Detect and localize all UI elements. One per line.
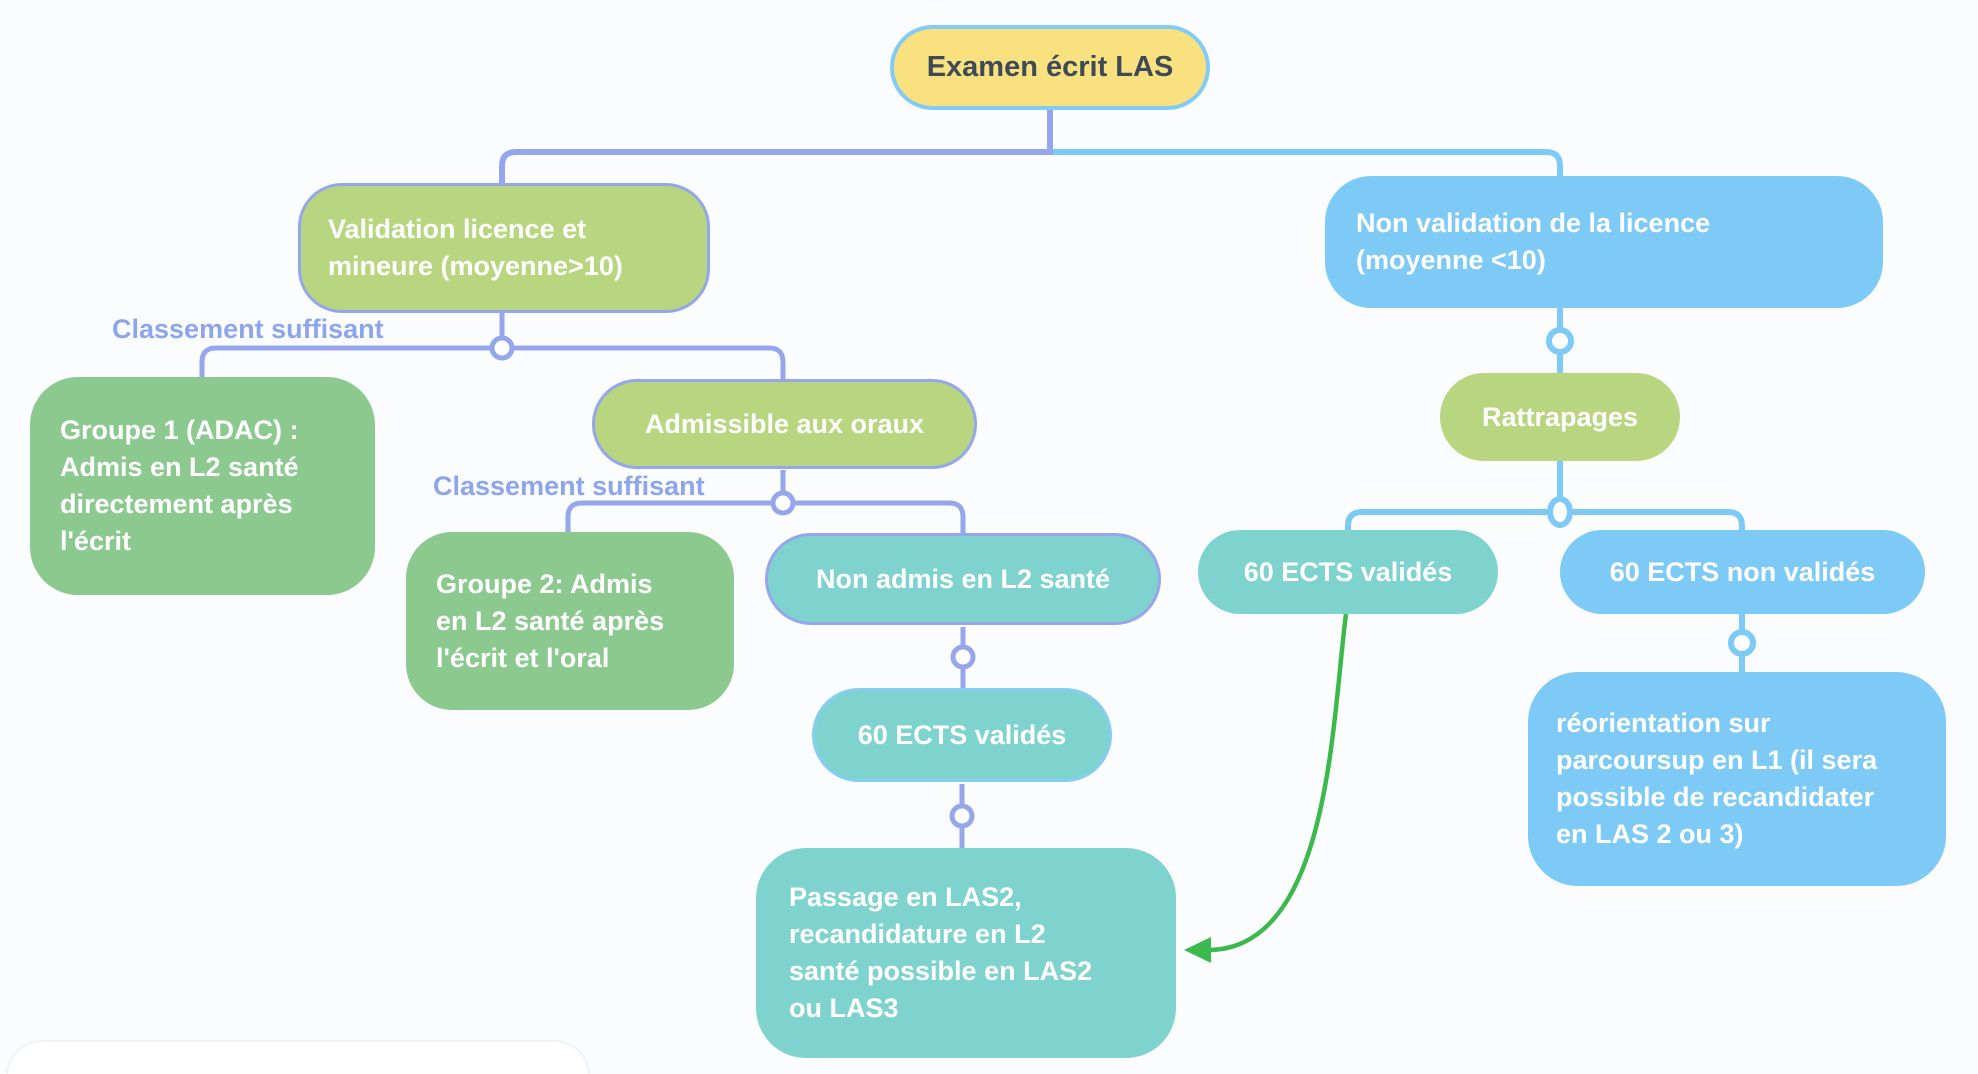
node-label: réorientation sur parcoursup en L1 (il s… [1556, 708, 1878, 849]
node-label: Groupe 1 (ADAC) : Admis en L2 santé dire… [60, 415, 299, 556]
green-arrowhead-icon [1184, 937, 1211, 963]
node-label: Groupe 2: Admis en L2 santé après l'écri… [436, 568, 665, 673]
junction-dot-validation[interactable] [489, 335, 515, 361]
node-label: Non admis en L2 santé [815, 563, 1111, 594]
node-label: Rattrapages [1481, 401, 1639, 432]
node-reorientation-parcoursup[interactable]: réorientation sur parcoursup en L1 (il s… [1528, 672, 1946, 886]
node-validation-licence[interactable]: Validation licence et mineure (moyenne>1… [298, 183, 710, 313]
node-admissible-aux-oraux[interactable]: Admissible aux oraux [592, 379, 977, 469]
node-non-admis-l2-sante[interactable]: Non admis en L2 santé [765, 533, 1161, 625]
node-groupe-2[interactable]: Groupe 2: Admis en L2 santé après l'écri… [406, 532, 734, 710]
node-60-ects-non-valides[interactable]: 60 ECTS non validés [1560, 530, 1925, 614]
node-rattrapages[interactable]: Rattrapages [1440, 373, 1680, 461]
connector-root-to-non-validation [1050, 149, 1563, 178]
connector-root-to-validation [499, 110, 1053, 185]
node-label: 60 ECTS validés [857, 719, 1067, 750]
node-label: 60 ECTS validés [1243, 556, 1453, 587]
junction-dot-ects-mid[interactable] [949, 803, 975, 829]
node-groupe-1-adac[interactable]: Groupe 1 (ADAC) : Admis en L2 santé dire… [30, 377, 375, 595]
edge-label-classement-suffisant-1[interactable]: Classement suffisant [112, 314, 384, 344]
node-60-ects-valides-droite[interactable]: 60 ECTS validés [1198, 530, 1498, 614]
junction-dot-admissible[interactable] [770, 490, 796, 516]
node-passage-las2[interactable]: Passage en LAS2, recandidature en L2 san… [756, 848, 1176, 1058]
junction-dot-nonvalidation[interactable] [1546, 327, 1574, 355]
node-label: 60 ECTS non validés [1609, 556, 1876, 587]
edge-label-classement-suffisant-2[interactable]: Classement suffisant [433, 471, 705, 501]
node-label: Validation licence et mineure (moyenne>1… [328, 214, 623, 281]
node-label: Admissible aux oraux [644, 408, 925, 439]
node-label: Non validation de la licence (moyenne <1… [1356, 208, 1711, 275]
node-examen-ecrit-las[interactable]: Examen écrit LAS [890, 25, 1210, 110]
node-label: Examen écrit LAS [926, 51, 1174, 83]
node-label: Passage en LAS2, recandidature en L2 san… [789, 882, 1093, 1023]
connector-green-curve [1207, 613, 1349, 953]
junction-dot-nonadmis[interactable] [950, 644, 976, 670]
connector-rattrapages-split [1345, 461, 1745, 530]
ghost-card-bottom-left [6, 1040, 590, 1074]
junction-dot-ects-non[interactable] [1728, 629, 1756, 657]
node-60-ects-valides-centre[interactable]: 60 ECTS validés [812, 688, 1112, 782]
node-non-validation-licence[interactable]: Non validation de la licence (moyenne <1… [1325, 176, 1883, 308]
junction-dot-rattrapages[interactable] [1547, 496, 1573, 528]
